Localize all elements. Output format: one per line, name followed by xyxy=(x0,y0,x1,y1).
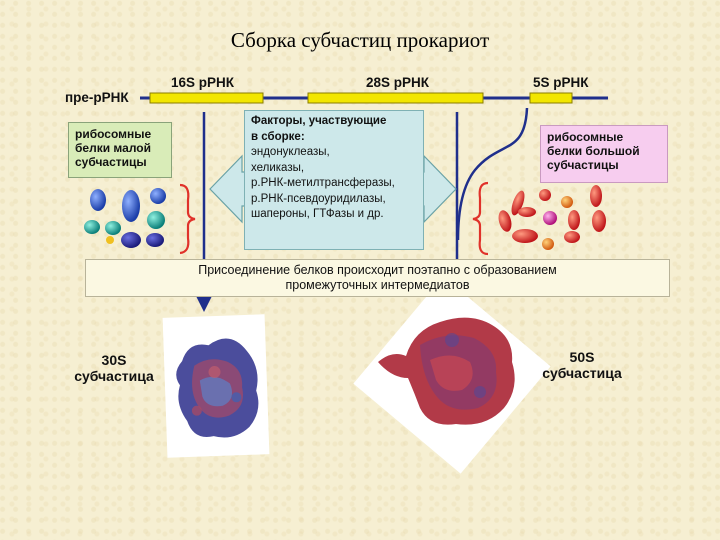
factors-heading-2: в сборке: xyxy=(251,130,305,143)
subunit-50s-label: 50S субчастица xyxy=(532,349,632,381)
factor-item: р.РНК-псевдоуридилазы, xyxy=(251,192,386,205)
small-proteins-line-3: субчастицы xyxy=(75,155,147,169)
factor-item: хеликазы, xyxy=(251,161,305,174)
rrna-28s-label: 28S рРНК xyxy=(366,75,430,90)
factor-item: р.РНК-метилтрансферазы, xyxy=(251,177,395,189)
large-proteins-line-2: белки большой xyxy=(547,144,640,158)
subunit-30s-label: 30S субчастица xyxy=(66,352,162,384)
banner-line-2: промежуточных интермедиатов xyxy=(285,278,470,292)
factor-item: эндонуклеазы, xyxy=(251,146,330,158)
rrna-28s-segment xyxy=(307,92,484,104)
large-subunit-proteins xyxy=(498,185,606,250)
subunit-30s-word: субчастица xyxy=(74,368,154,384)
small-proteins-line-1: рибосомные xyxy=(75,127,152,141)
subunit-50s-word: субчастица xyxy=(542,365,622,381)
small-subunit-proteins-box: рибосомные белки малой субчастицы xyxy=(68,122,172,178)
subunit-30s-image xyxy=(162,314,270,458)
pre-rrna-label: пре-рРНК xyxy=(65,90,129,105)
large-subunit-proteins-box: рибосомные белки большой субчастицы xyxy=(540,125,668,183)
rrna-16s-segment xyxy=(149,92,264,104)
large-proteins-line-3: субчастицы xyxy=(547,158,619,172)
large-proteins-line-1: рибосомные xyxy=(547,130,624,144)
rrna-5s-join-curve xyxy=(456,107,529,241)
banner-line-1: Присоединение белков происходит поэтапно… xyxy=(198,263,557,277)
assembly-note-banner: Присоединение белков происходит поэтапно… xyxy=(85,259,670,297)
rrna-5s-segment xyxy=(529,92,573,104)
subunit-50s-image xyxy=(353,276,551,474)
factor-item: шапероны, ГТФазы и др. xyxy=(251,208,384,220)
small-subunit-proteins xyxy=(84,188,166,248)
factors-heading-1: Факторы, участвующие xyxy=(251,115,387,127)
small-brace xyxy=(179,183,196,255)
page-title: Сборка субчастиц прокариот xyxy=(230,28,490,52)
subunit-50s-size: 50S xyxy=(569,349,595,365)
rrna-5s-label: 5S рРНК xyxy=(533,75,589,90)
subunit-30s-size: 30S xyxy=(101,352,127,368)
large-brace xyxy=(472,181,489,256)
rrna-16s-label: 16S рРНК xyxy=(171,75,235,90)
assembly-factors-box: Факторы, участвующие в сборке: эндонукле… xyxy=(244,110,424,250)
small-proteins-line-2: белки малой xyxy=(75,141,151,155)
